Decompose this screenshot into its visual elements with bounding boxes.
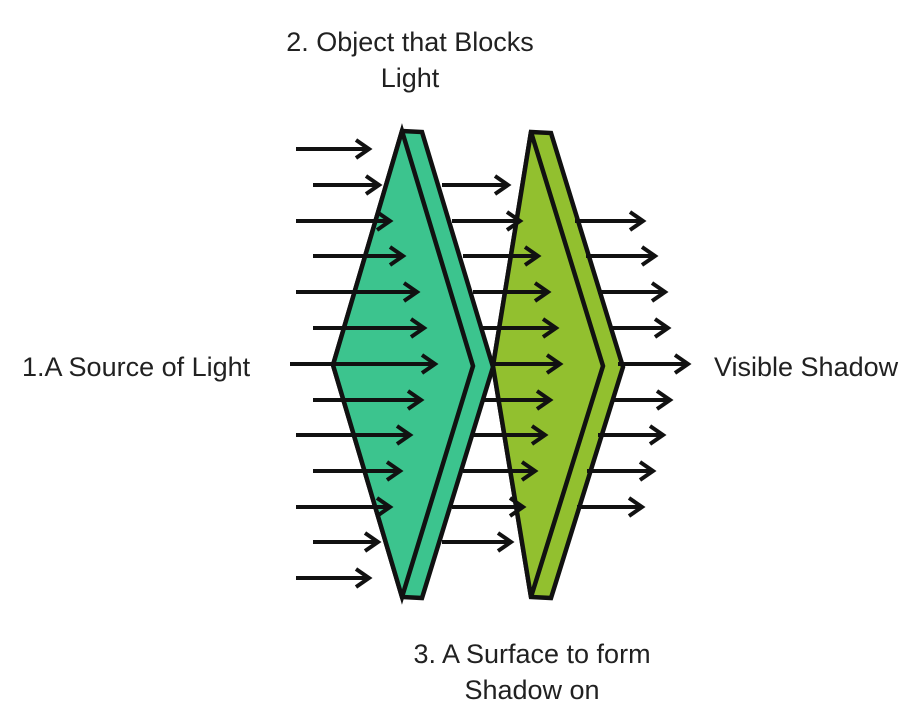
incident-ray-arrow-8 bbox=[313, 389, 425, 411]
transmitted-ray-arrow-1 bbox=[442, 174, 512, 196]
label-shadow-surface-line1: 3. A Surface to form bbox=[413, 639, 651, 669]
emergent-ray-arrow-6 bbox=[611, 389, 674, 411]
transmitted-ray-arrow-2 bbox=[452, 210, 524, 232]
transmitted-ray-arrow-7 bbox=[483, 389, 554, 411]
label-blocking-object-line1: 2. Object that Blocks bbox=[286, 27, 534, 57]
label-blocking-object-line2: Light bbox=[380, 63, 440, 93]
incident-ray-arrow-13 bbox=[296, 567, 373, 589]
emergent-ray-arrow-4 bbox=[611, 317, 672, 339]
incident-ray-arrow-9 bbox=[296, 424, 414, 446]
incident-ray-arrow-1 bbox=[296, 138, 373, 160]
incident-ray-arrow-6 bbox=[313, 317, 428, 339]
incident-ray-arrow-7 bbox=[290, 353, 439, 375]
incident-ray-arrow-10 bbox=[313, 460, 404, 482]
incident-ray-arrow-12 bbox=[313, 531, 382, 553]
emergent-ray-arrow-8 bbox=[587, 460, 657, 482]
emergent-ray-arrow-9 bbox=[577, 496, 646, 518]
incident-ray-arrow-2 bbox=[313, 174, 383, 196]
label-light-source: 1.A Source of Light bbox=[22, 352, 251, 382]
transmitted-ray-arrow-5 bbox=[483, 317, 560, 339]
label-blocking-object: 2. Object that Blocks Light bbox=[249, 24, 571, 96]
label-shadow-surface-line2: Shadow on bbox=[464, 675, 600, 705]
emergent-ray-arrow-2 bbox=[586, 245, 659, 267]
emergent-ray-arrow-5 bbox=[618, 353, 692, 375]
label-visible-shadow: Visible Shadow bbox=[714, 352, 899, 382]
transmitted-ray-arrow-3 bbox=[463, 245, 542, 267]
label-shadow-surface: 3. A Surface to form Shadow on bbox=[371, 636, 693, 708]
emergent-ray-arrow-1 bbox=[575, 210, 647, 232]
incident-ray-arrow-3 bbox=[296, 210, 394, 232]
incident-ray-arrow-4 bbox=[313, 245, 407, 267]
transmitted-ray-arrow-6 bbox=[495, 353, 564, 375]
transmitted-ray-arrow-11 bbox=[442, 531, 515, 553]
transmitted-ray-arrow-4 bbox=[473, 281, 552, 303]
emergent-ray-arrow-3 bbox=[598, 281, 669, 303]
transmitted-ray-arrow-10 bbox=[452, 496, 527, 518]
incident-ray-arrow-5 bbox=[296, 281, 421, 303]
incident-ray-arrow-11 bbox=[296, 496, 394, 518]
transmitted-ray-arrow-9 bbox=[463, 460, 539, 482]
transmitted-ray-arrow-8 bbox=[473, 424, 549, 446]
emergent-ray-arrow-7 bbox=[598, 424, 667, 446]
